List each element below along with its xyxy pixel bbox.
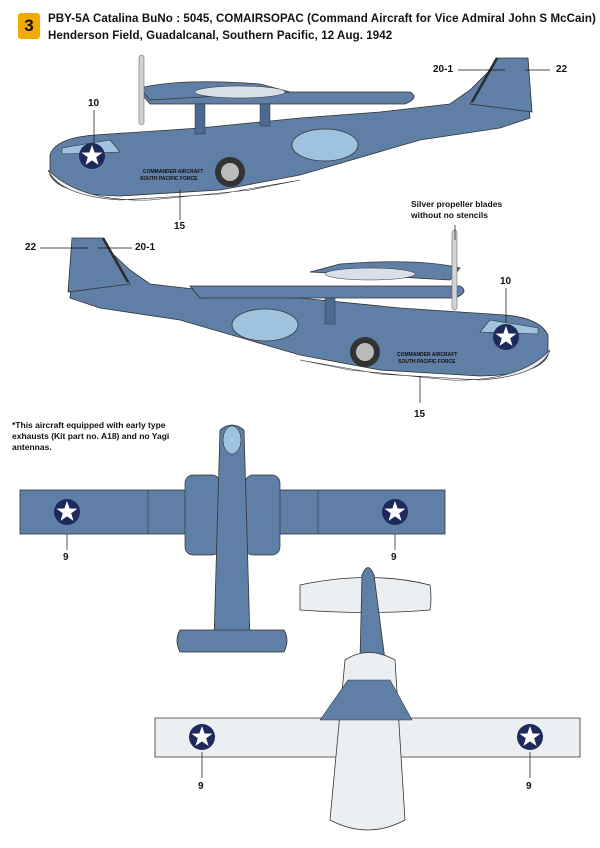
left-fuselage-text-1: COMMANDER AIRCRAFT	[143, 169, 203, 175]
right-fuselage-text-2: SOUTH PACIFIC FORCE	[398, 359, 456, 365]
right-callout-20-1: 20-1	[135, 242, 156, 253]
right-fuselage-text-1: COMMANDER AIRCRAFT	[397, 352, 457, 358]
prop-note-line-2: without no stencils	[411, 210, 488, 220]
equipment-note-line-3: antennas.	[12, 442, 52, 452]
right-profile-view: COMMANDER AIRCRAFT SOUTH PACIFIC FORCE	[40, 225, 551, 403]
prop-note-line-1: Silver propeller blades	[411, 199, 503, 209]
left-profile-view: COMMANDER AIRCRAFT SOUTH PACIFIC FORCE	[47, 54, 550, 220]
left-callout-22: 22	[556, 64, 568, 75]
right-callout-22: 22	[25, 242, 37, 253]
left-callout-10: 10	[88, 98, 100, 109]
equipment-note-line-2: exhausts (Kit part no. A18) and no Yagi	[12, 431, 170, 441]
top-callout-9-left: 9	[63, 552, 69, 563]
right-callout-15: 15	[414, 409, 426, 420]
top-view	[19, 424, 446, 653]
left-callout-15: 15	[174, 221, 186, 232]
bottom-callout-9-left: 9	[198, 781, 204, 792]
top-callout-9-right: 9	[391, 552, 397, 563]
plate-title: PBY-5A Catalina BuNo : 5045, COMAIRSOPAC…	[48, 13, 596, 25]
bottom-callout-9-right: 9	[526, 781, 532, 792]
bottom-view	[154, 567, 581, 831]
left-fuselage-text-2: SOUTH PACIFIC FORCE	[140, 176, 198, 182]
equipment-note-line-1: *This aircraft equipped with early type	[12, 420, 166, 430]
plate-number-badge: 3	[18, 13, 40, 39]
left-callout-20-1: 20-1	[433, 64, 454, 75]
right-callout-10: 10	[500, 276, 512, 287]
plate-subtitle: Henderson Field, Guadalcanal, Southern P…	[48, 30, 393, 42]
